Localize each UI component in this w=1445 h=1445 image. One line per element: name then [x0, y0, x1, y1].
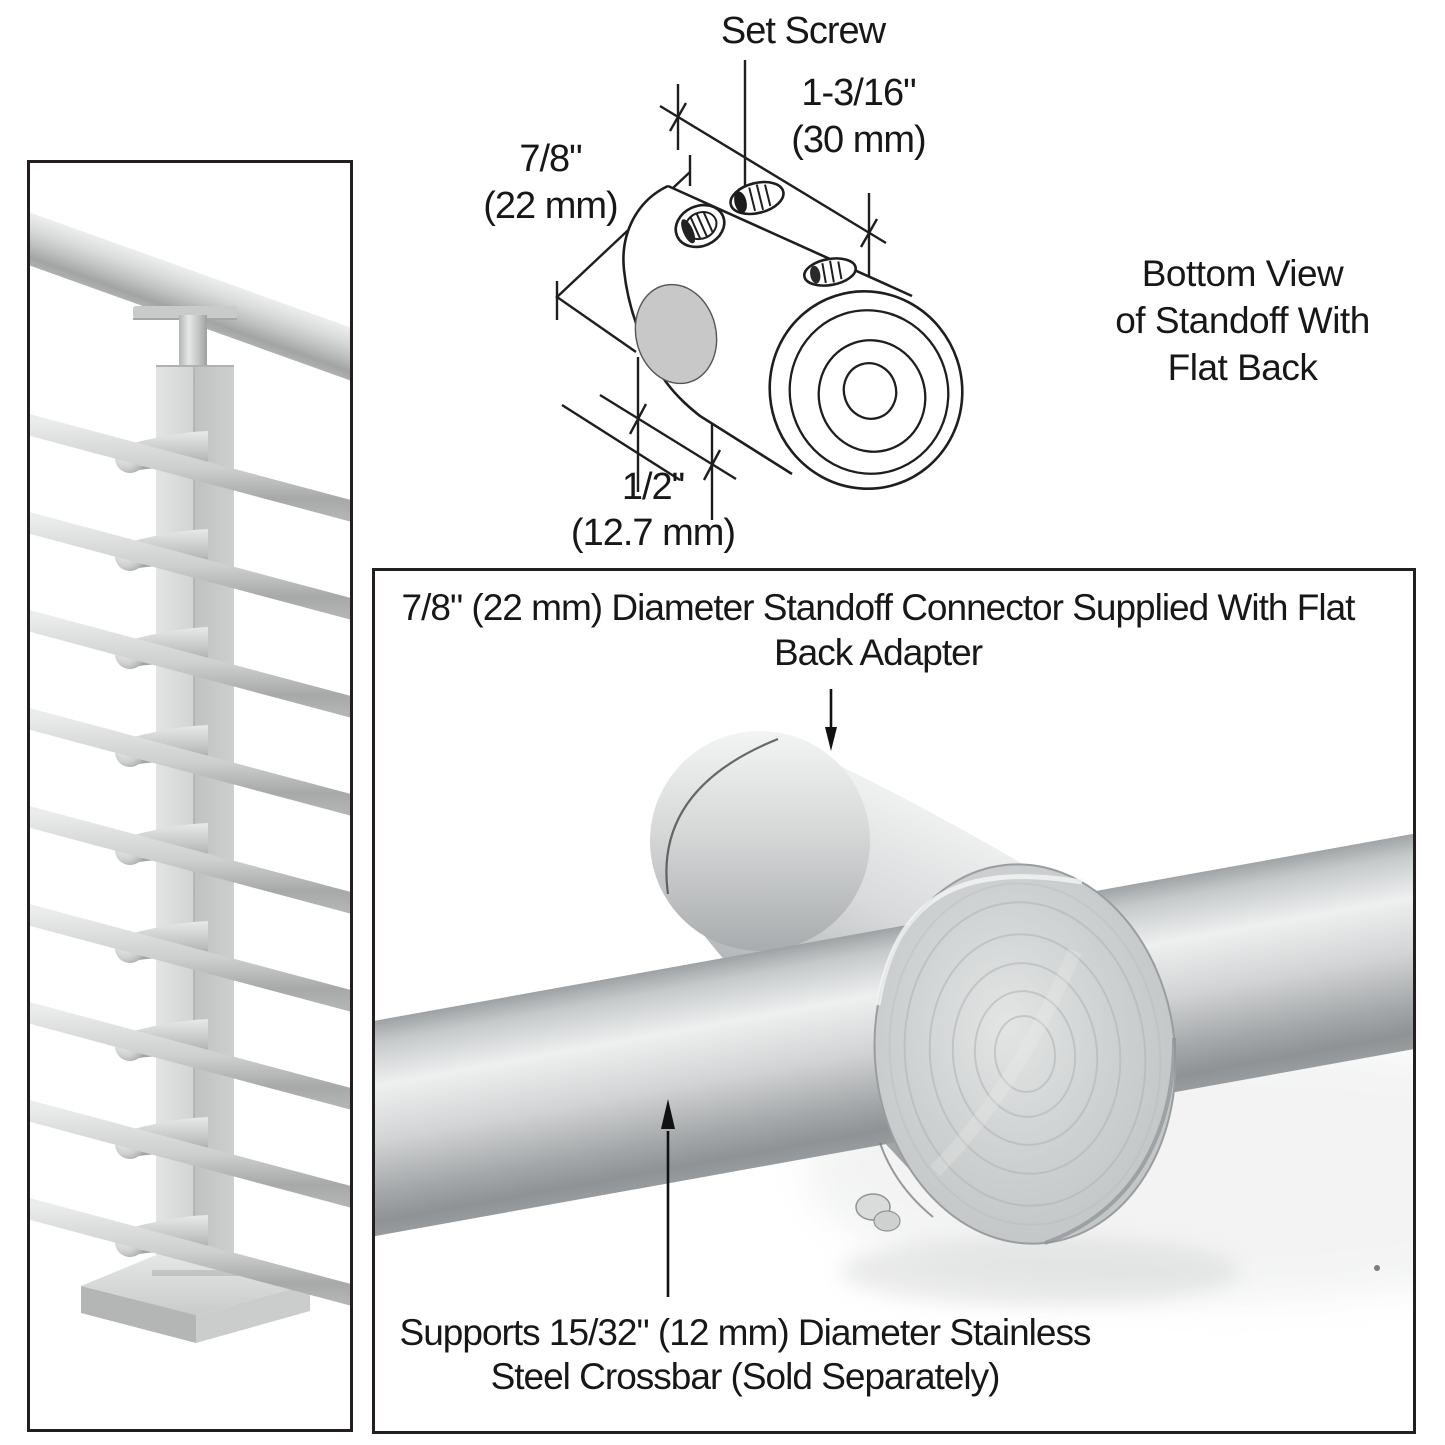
set-screw-label: Set Screw	[720, 10, 886, 52]
crossbar-cluster	[30, 1198, 350, 1306]
crossbar-cluster	[30, 512, 350, 620]
crossbar-cluster	[30, 708, 350, 816]
caption-line: Stainless Steel Crossbar (Sold Separatel…	[490, 1312, 1092, 1397]
handrail	[30, 212, 350, 381]
length-dimension-label: 1-3/16" (30 mm)	[766, 70, 951, 164]
crossbar	[30, 708, 350, 816]
handrail-saddle	[133, 306, 237, 371]
standoff-front-face	[873, 863, 1177, 1245]
up-arrow-icon	[661, 1099, 675, 1297]
flat-back-face	[768, 289, 964, 491]
annotation-arrows	[661, 689, 837, 1297]
crossbar	[30, 512, 350, 620]
caption-line: Supplied With Flat Back Adapter	[773, 587, 1355, 673]
set-screw-tip	[855, 1193, 901, 1232]
note-line: of Standoff With	[1115, 300, 1370, 341]
crossbar	[30, 414, 350, 522]
crossbar-cluster	[30, 610, 350, 718]
speck	[1374, 1265, 1380, 1271]
adapter-seam	[665, 737, 779, 895]
set-screw-icon	[802, 257, 858, 287]
standoff-body-drawing	[622, 184, 964, 492]
hole-dim-inches: 1/2"	[621, 466, 685, 508]
photo-top-caption: 7/8" (22 mm) Diameter Standoff Connector…	[359, 585, 1397, 675]
down-arrow-icon	[825, 689, 837, 751]
diameter-dim-inches: 7/8"	[519, 138, 582, 180]
crossbar-cluster	[30, 1100, 350, 1208]
crossbar	[30, 806, 350, 914]
crossbar	[30, 1100, 350, 1208]
photo-bottom-caption: Supports 15/32" (12 mm) Diameter Stainle…	[375, 1311, 1115, 1399]
note-line: Flat Back	[1167, 347, 1318, 388]
railing-illustration	[30, 212, 350, 1343]
length-dim-mm: (30 mm)	[791, 119, 926, 161]
hole-dimension-label: 1/2" (12.7 mm)	[553, 464, 753, 556]
standoff-line-drawing	[555, 60, 964, 520]
caption-line: 7/8" (22 mm) Diameter Standoff Connector	[401, 587, 1064, 628]
set-screw-icon	[674, 203, 726, 249]
set-screws-drawing	[674, 180, 858, 287]
crossbar	[30, 1002, 350, 1110]
face-seam	[879, 1142, 934, 1218]
hole-dim-mm: (12.7 mm)	[570, 512, 736, 554]
flat-back-adapter-cap	[650, 731, 870, 951]
standoff-photo	[375, 689, 1413, 1305]
standoff-shadow	[840, 1237, 1240, 1305]
crossbar	[30, 904, 350, 1012]
crossbar-cluster	[30, 1002, 350, 1110]
crossbar	[30, 1198, 350, 1306]
railing-photo-frame	[27, 160, 353, 1432]
standoff-photo-frame: 7/8" (22 mm) Diameter Standoff Connector…	[372, 568, 1416, 1434]
crossbar	[30, 610, 350, 718]
dimension-lines	[555, 60, 887, 520]
note-line: Bottom View	[1141, 253, 1344, 294]
bottom-view-note: Bottom View of Standoff With Flat Back	[1085, 250, 1400, 391]
caption-line: Supports 15/32" (12 mm) Diameter	[399, 1312, 941, 1353]
length-dim-inches: 1-3/16"	[801, 72, 916, 114]
base-plate	[81, 1248, 310, 1343]
crossbar-cluster	[30, 904, 350, 1012]
crossbar-cluster	[30, 806, 350, 914]
diameter-dim-mm: (22 mm)	[483, 185, 618, 227]
crossbar-cluster	[30, 414, 350, 522]
diameter-dimension-label: 7/8" (22 mm)	[458, 136, 643, 230]
crossbar-hole	[634, 283, 718, 385]
crossbar-set	[30, 414, 350, 1306]
set-screw-icon	[729, 180, 785, 216]
